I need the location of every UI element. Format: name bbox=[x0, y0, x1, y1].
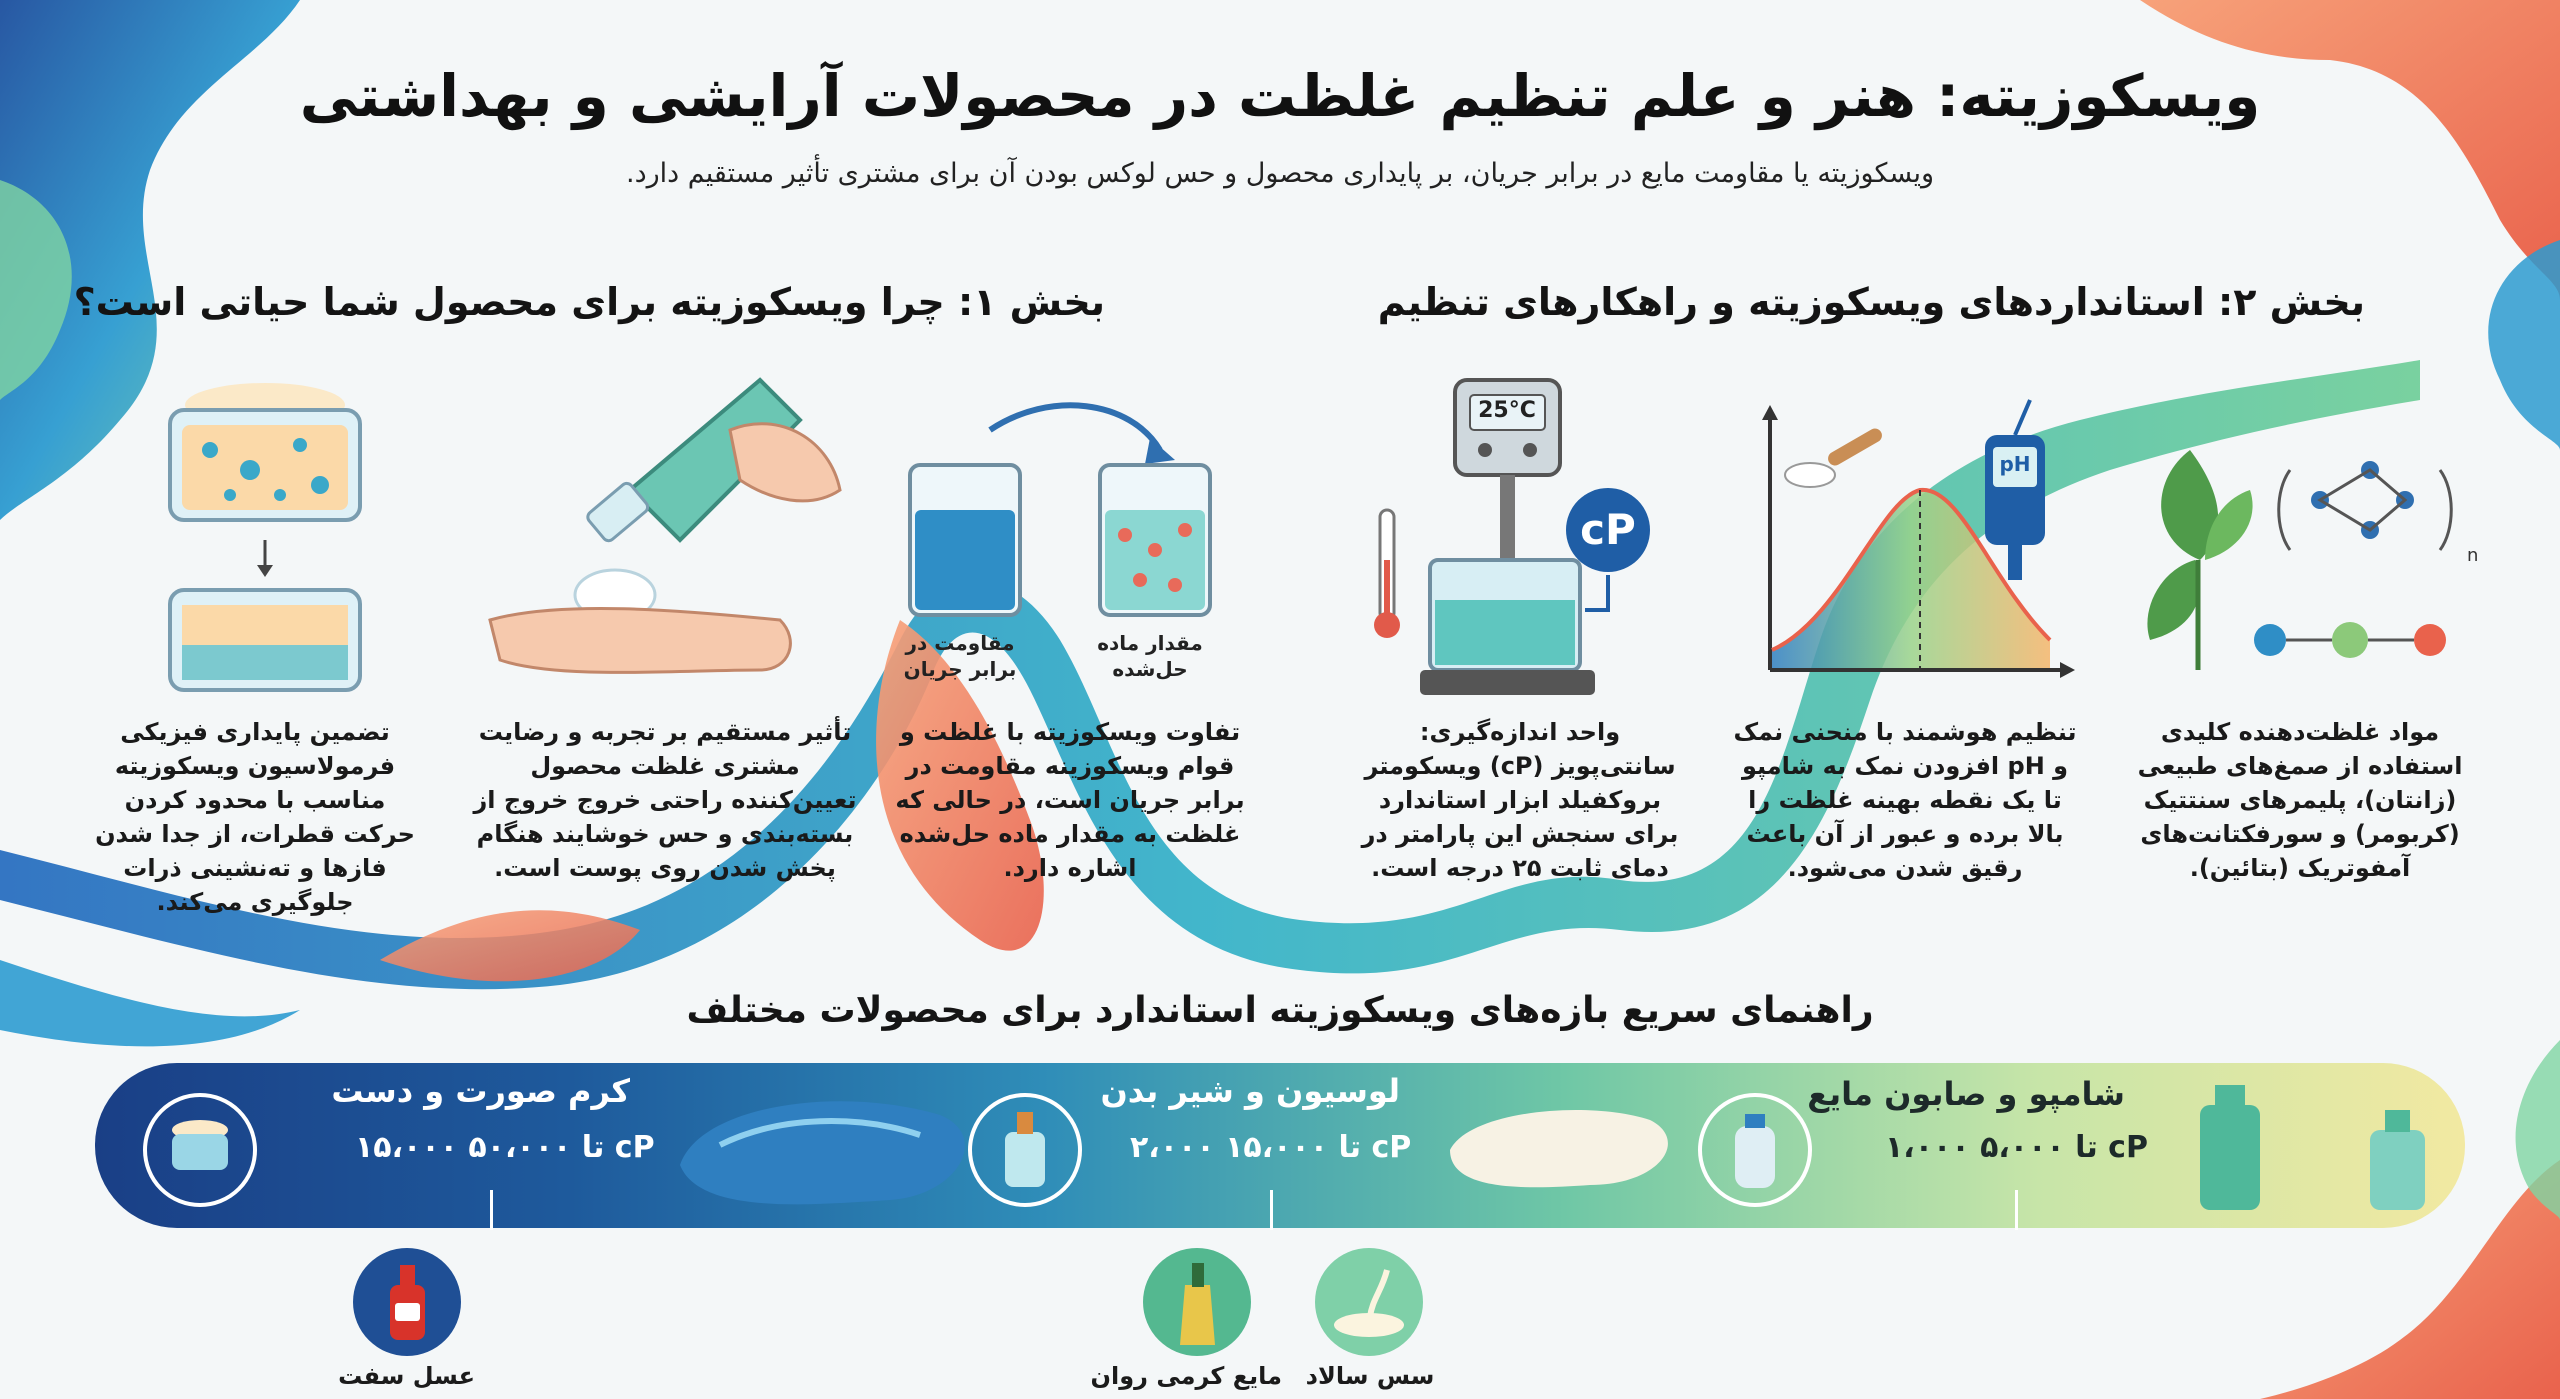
band-tick bbox=[2015, 1190, 2018, 1230]
band-tick bbox=[490, 1190, 493, 1230]
card-salt-curve: تنظیم هوشمند با منحنی نمک و pH افزودن نم… bbox=[1733, 718, 2077, 882]
cream-jar-icon bbox=[143, 1093, 257, 1207]
beakers-illustration bbox=[908, 402, 1212, 617]
card-measurement-unit: واحد اندازه‌گیری: سانتی‌پویز (cP) ویسکوم… bbox=[1361, 718, 1679, 882]
example-thick-honey: عسل سفت bbox=[338, 1362, 475, 1390]
ketchup-bottle-icon bbox=[353, 1248, 461, 1356]
beaker-label-solute: مقدار ماده حل‌شده bbox=[1097, 631, 1203, 681]
card-stability: تضمین پایداری فیزیکی فرمولاسیون ویسکوزیت… bbox=[95, 718, 415, 916]
shampoo-bottle-icon bbox=[1698, 1093, 1812, 1207]
polymer-subscript: n bbox=[2467, 545, 2479, 566]
cream-swatch bbox=[1450, 1110, 1668, 1188]
band-tick bbox=[1270, 1190, 1273, 1230]
thickeners-illustration bbox=[2147, 450, 2453, 670]
page-subtitle: ویسکوزیته یا مقاومت مایع در برابر جریان،… bbox=[625, 158, 1935, 189]
ph-meter-icon bbox=[1985, 399, 2045, 580]
card-customer-experience: تأثیر مستقیم بر تجربه و رضایت مشتری غلظت… bbox=[473, 718, 857, 882]
soap-bottles-icon bbox=[2200, 1085, 2425, 1210]
lotion-bottle-icon bbox=[968, 1093, 1082, 1207]
band-cream-name: کرم صورت و دست bbox=[331, 1072, 630, 1110]
hand-tube-illustration bbox=[488, 377, 842, 674]
band-shampoo-name: شامپو و صابون مایع bbox=[1807, 1075, 2125, 1113]
example-salad-dressing: سس سالاد bbox=[1305, 1362, 1435, 1390]
cp-unit-badge: cP bbox=[1580, 505, 1636, 554]
guide-title: راهنمای سریع بازه‌های ویسکوزیته استاندار… bbox=[686, 990, 1874, 1031]
page-title: ویسکوزیته: هنر و علم تنظیم غلظت در محصول… bbox=[299, 62, 2261, 130]
band-lotion-name: لوسیون و شیر بدن bbox=[1100, 1072, 1400, 1110]
dressing-bottle-icon bbox=[1143, 1248, 1251, 1356]
band-cream-range: ۱۵،۰۰۰ تا ۵۰،۰۰۰ cP bbox=[355, 1130, 655, 1165]
band-lotion-range: ۲،۰۰۰ تا ۱۵،۰۰۰ cP bbox=[1130, 1130, 1412, 1165]
band-shampoo-range: ۱،۰۰۰ تا ۵،۰۰۰ cP bbox=[1885, 1130, 2148, 1165]
section-2-heading: بخش ۲: استانداردهای ویسکوزیته و راهکارها… bbox=[1377, 280, 2365, 324]
example-fluid-cream: مایع کرمی روان bbox=[1090, 1362, 1282, 1390]
section-1-heading: بخش ۱: چرا ویسکوزیته برای محصول شما حیات… bbox=[73, 280, 1105, 324]
thermo-display: 25°C bbox=[1478, 398, 1536, 423]
beaker-label-resistance: مقاومت در برابر جریان bbox=[903, 631, 1017, 681]
card-viscosity-vs-concentration: تفاوت ویسکوزیته با غلظت و قوام ویسکوزینه… bbox=[895, 718, 1245, 882]
ph-label: pH bbox=[1999, 452, 2031, 476]
salt-curve-chart bbox=[1762, 405, 2075, 678]
cream-jar-illustration bbox=[168, 383, 362, 692]
card-key-thickeners: مواد غلظت‌دهنده کلیدی استفاده از صمغ‌های… bbox=[2137, 718, 2463, 882]
viscometer-illustration bbox=[1374, 378, 1650, 695]
salad-sauce-icon bbox=[1315, 1248, 1423, 1356]
blue-gel-swatch bbox=[680, 1101, 965, 1205]
